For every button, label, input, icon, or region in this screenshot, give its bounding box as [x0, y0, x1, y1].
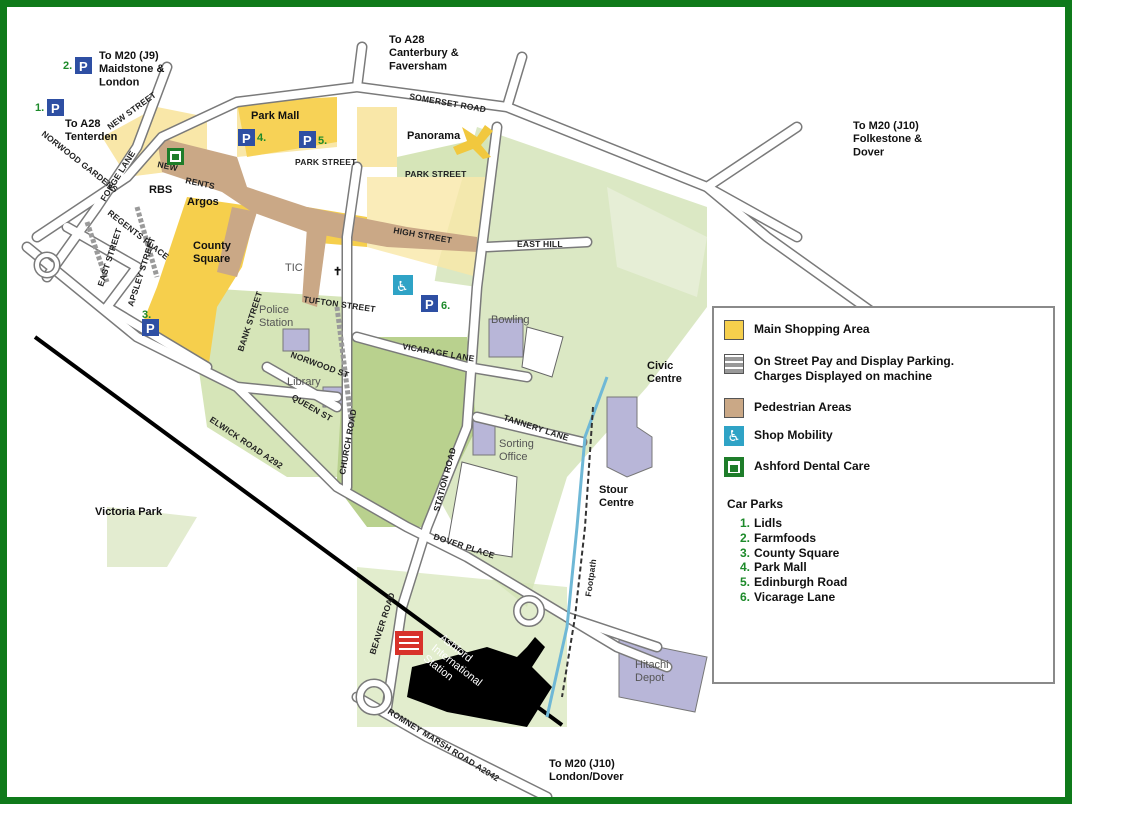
svg-text:2.: 2. [63, 60, 72, 72]
label-bowling: Bowling [491, 314, 530, 326]
label-library: Library [287, 376, 321, 388]
pedestrian-areas [157, 137, 477, 307]
car-park-marker-6[interactable]: P 6. [421, 295, 450, 312]
dest-m20-j9: To M20 (J9)Maidstone &London [99, 50, 164, 88]
shopping-swatch [724, 320, 744, 340]
road-park-street-2: PARK STREET [405, 169, 467, 179]
road-east-hill: EAST HILL [517, 239, 563, 249]
svg-text:P: P [425, 297, 434, 312]
legend-item-dental: Ashford Dental Care [724, 457, 870, 477]
town-centre-map: ✝ NEW STREET FORGE LANE NORWOOD GARDENS … [21, 34, 922, 797]
car-park-entry-2: 2.Farmfoods [740, 531, 817, 545]
legend-item-shopping: Main Shopping Area [724, 320, 870, 340]
dental-care-marker [167, 148, 184, 165]
svg-text:♿: ♿ [396, 279, 409, 295]
label-park-mall: Park Mall [251, 110, 299, 122]
parking-swatch [724, 354, 744, 374]
legend-label: Shop Mobility [754, 428, 833, 442]
car-park-marker-5[interactable]: P 5. [299, 131, 327, 148]
svg-text:6.: 6. [441, 300, 450, 312]
car-park-entry-4: 4.Park Mall [740, 560, 807, 574]
label-victoria-park: Victoria Park [95, 506, 163, 518]
car-park-marker-1[interactable]: 1. P [35, 99, 64, 116]
label-panorama: Panorama [407, 130, 461, 142]
car-park-entry-5: 5.Edinburgh Road [740, 575, 848, 589]
svg-text:4.: 4. [257, 132, 266, 144]
map-frame: ✝ NEW STREET FORGE LANE NORWOOD GARDENS … [0, 0, 1072, 804]
legend-label: Main Shopping Area [754, 322, 870, 336]
on-street-parking [84, 206, 355, 428]
car-park-marker-3[interactable]: 3. P [142, 309, 159, 336]
panorama-sculpture-icon [453, 125, 493, 159]
wheelchair-icon: ♿ [724, 426, 744, 446]
car-park-marker-2[interactable]: 2. P [63, 57, 92, 74]
label-rbs: RBS [149, 184, 172, 196]
car-park-markers: 1. P 2. P 3. P P 4. P 5. P 6. [35, 57, 450, 336]
svg-text:5.: 5. [318, 135, 327, 147]
label-argos: Argos [187, 196, 219, 208]
map-legend: Main Shopping Area On Street Pay and Dis… [712, 306, 1055, 684]
road-park-street-1: PARK STREET [295, 157, 357, 167]
svg-text:P: P [303, 133, 312, 148]
svg-text:3.: 3. [142, 309, 151, 321]
car-parks-title: Car Parks [727, 497, 784, 511]
legend-label: On Street Pay and Display Parking. Charg… [754, 354, 955, 383]
car-park-entry-1: 1.Lidls [740, 516, 783, 530]
label-tic: TIC [285, 262, 303, 274]
svg-text:P: P [79, 59, 88, 74]
legend-item-parking: On Street Pay and Display Parking. Charg… [724, 354, 954, 384]
svg-text:1.: 1. [35, 102, 44, 114]
svg-text:P: P [242, 131, 251, 146]
church-icon: ✝ [333, 266, 342, 278]
svg-text:P: P [146, 321, 155, 336]
dental-icon [724, 457, 744, 477]
legend-item-pedestrian: Pedestrian Areas [724, 398, 852, 418]
footpath-line [561, 406, 594, 698]
car-park-entry-6: 6.Vicarage Lane [740, 590, 836, 604]
dest-m20-j10-london: To M20 (J10)London/Dover [549, 758, 624, 783]
car-park-entry-3: 3.County Square [740, 546, 840, 560]
pedestrian-swatch [724, 398, 744, 418]
open-areas [407, 277, 564, 558]
car-park-marker-4[interactable]: P 4. [238, 129, 266, 146]
roads [21, 41, 913, 797]
shop-mobility-marker: ♿ [393, 275, 413, 295]
ashford-station-building [407, 637, 552, 727]
road-footpath: Footpath [583, 558, 598, 597]
legend-label: Ashford Dental Care [754, 459, 871, 473]
legend-label: Pedestrian Areas [754, 400, 852, 414]
dest-m20-j10-folkestone: To M20 (J10)Folkestone &Dover [853, 120, 922, 158]
svg-text:P: P [51, 101, 60, 116]
legend-item-mobility: ♿ Shop Mobility [724, 426, 833, 446]
